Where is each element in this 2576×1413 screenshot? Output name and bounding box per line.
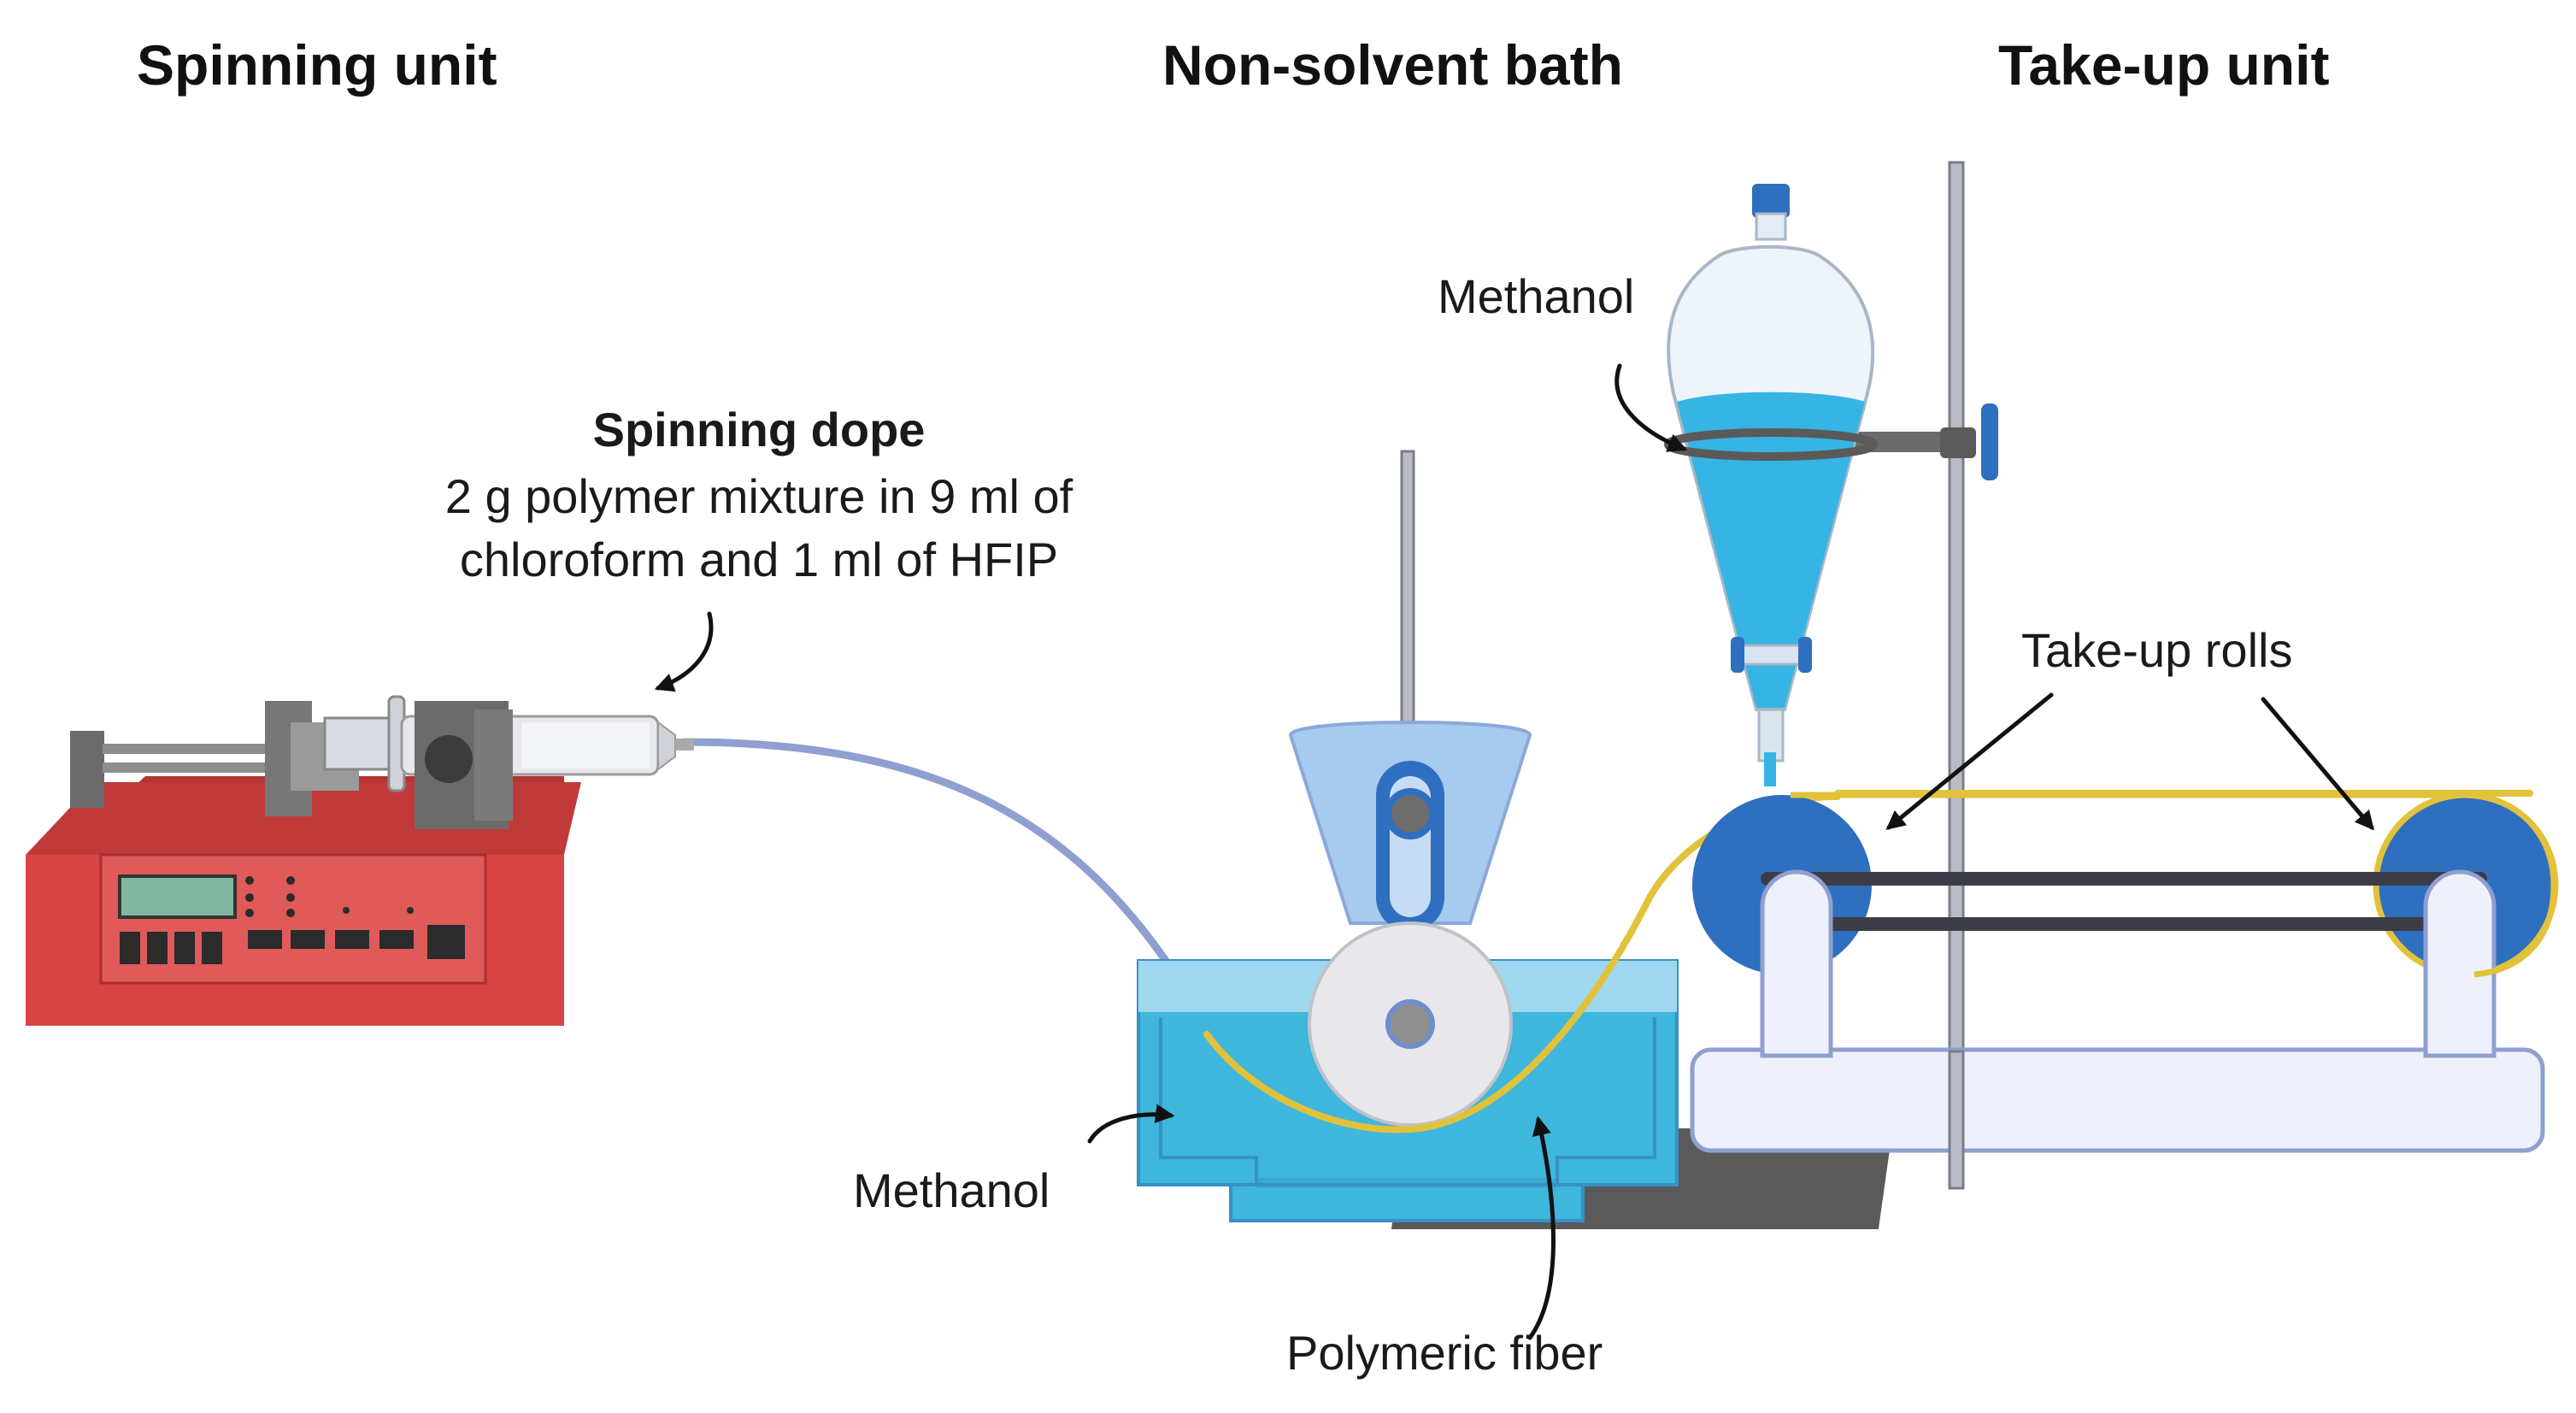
take-up-left-arrow	[1885, 692, 2054, 830]
label-spinning-dope-line1: 2 g polymer mixture in 9 ml of	[444, 469, 1073, 523]
tubing-line	[679, 738, 1201, 1013]
bath-roller-icon	[1308, 921, 1513, 1127]
heading-spinning-unit: Spinning unit	[137, 33, 497, 97]
separatory-funnel-icon	[1664, 184, 1878, 786]
spinning-dope-arrow	[654, 611, 714, 692]
heading-non-solvent-bath: Non-solvent bath	[1162, 33, 1623, 97]
label-methanol-bath: Methanol	[853, 1163, 1050, 1217]
guide-roller-icon	[1288, 450, 1532, 932]
annotation-arrows	[654, 363, 2374, 1340]
polymeric-fiber-arrow	[1527, 1116, 1556, 1340]
methanol-bath-arrow	[1087, 1104, 1175, 1144]
label-take-up-rolls: Take-up rolls	[2021, 623, 2293, 677]
syringe-pump-icon	[26, 695, 694, 1026]
label-spinning-dope-title: Spinning dope	[592, 403, 926, 456]
label-methanol-funnel: Methanol	[1438, 269, 1635, 323]
take-up-roll-icon	[1690, 792, 2559, 1153]
heading-take-up-unit: Take-up unit	[1998, 33, 2330, 97]
label-spinning-dope-line2: chloroform and 1 ml of HFIP	[459, 533, 1059, 586]
label-polymeric-fiber: Polymeric fiber	[1286, 1326, 1603, 1380]
take-up-right-arrow	[2261, 697, 2374, 831]
methanol-funnel-arrow	[1614, 363, 1688, 452]
